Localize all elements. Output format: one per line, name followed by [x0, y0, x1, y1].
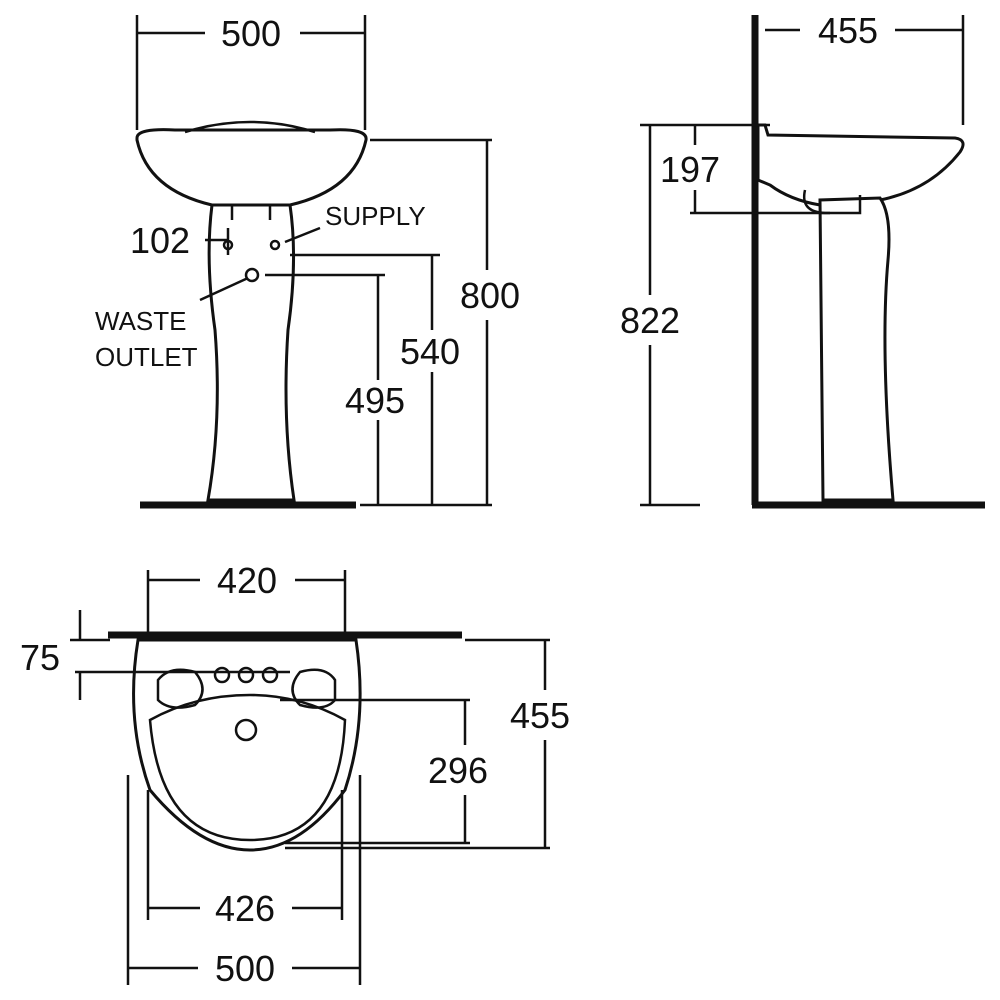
dim-plan-width: 500 — [215, 948, 275, 989]
basin-plan — [132, 638, 362, 852]
dim-plan-bowl-depth: 296 — [428, 750, 488, 791]
waste-label: WASTE — [95, 306, 186, 336]
outlet-label: OUTLET — [95, 342, 198, 372]
dim-plan-inner-width: 420 — [217, 560, 277, 601]
pedestal-side — [818, 196, 895, 502]
front-view: 500 102 SUPPLY WASTE OUTLET 800 540 495 — [95, 13, 520, 509]
basin-front — [135, 128, 368, 207]
dim-front-width: 500 — [221, 13, 281, 54]
dim-side-depth: 455 — [818, 10, 878, 51]
dim-plan-depth: 455 — [510, 695, 570, 736]
dim-side-height: 822 — [620, 300, 680, 341]
pedestal-front — [206, 203, 296, 502]
basin-side — [756, 123, 965, 207]
dim-front-height: 800 — [460, 275, 520, 316]
side-view: 455 197 822 — [620, 10, 985, 509]
dim-waste-height: 495 — [345, 380, 405, 421]
dim-supply-spacing: 102 — [130, 220, 190, 261]
dim-supply-height: 540 — [400, 331, 460, 372]
dim-side-bowl: 197 — [660, 149, 720, 190]
dim-plan-pedestal-width: 426 — [215, 888, 275, 929]
plan-view: 420 75 455 296 426 500 — [20, 560, 570, 989]
supply-label: SUPPLY — [325, 201, 426, 231]
dim-plan-tap-offset: 75 — [20, 637, 60, 678]
